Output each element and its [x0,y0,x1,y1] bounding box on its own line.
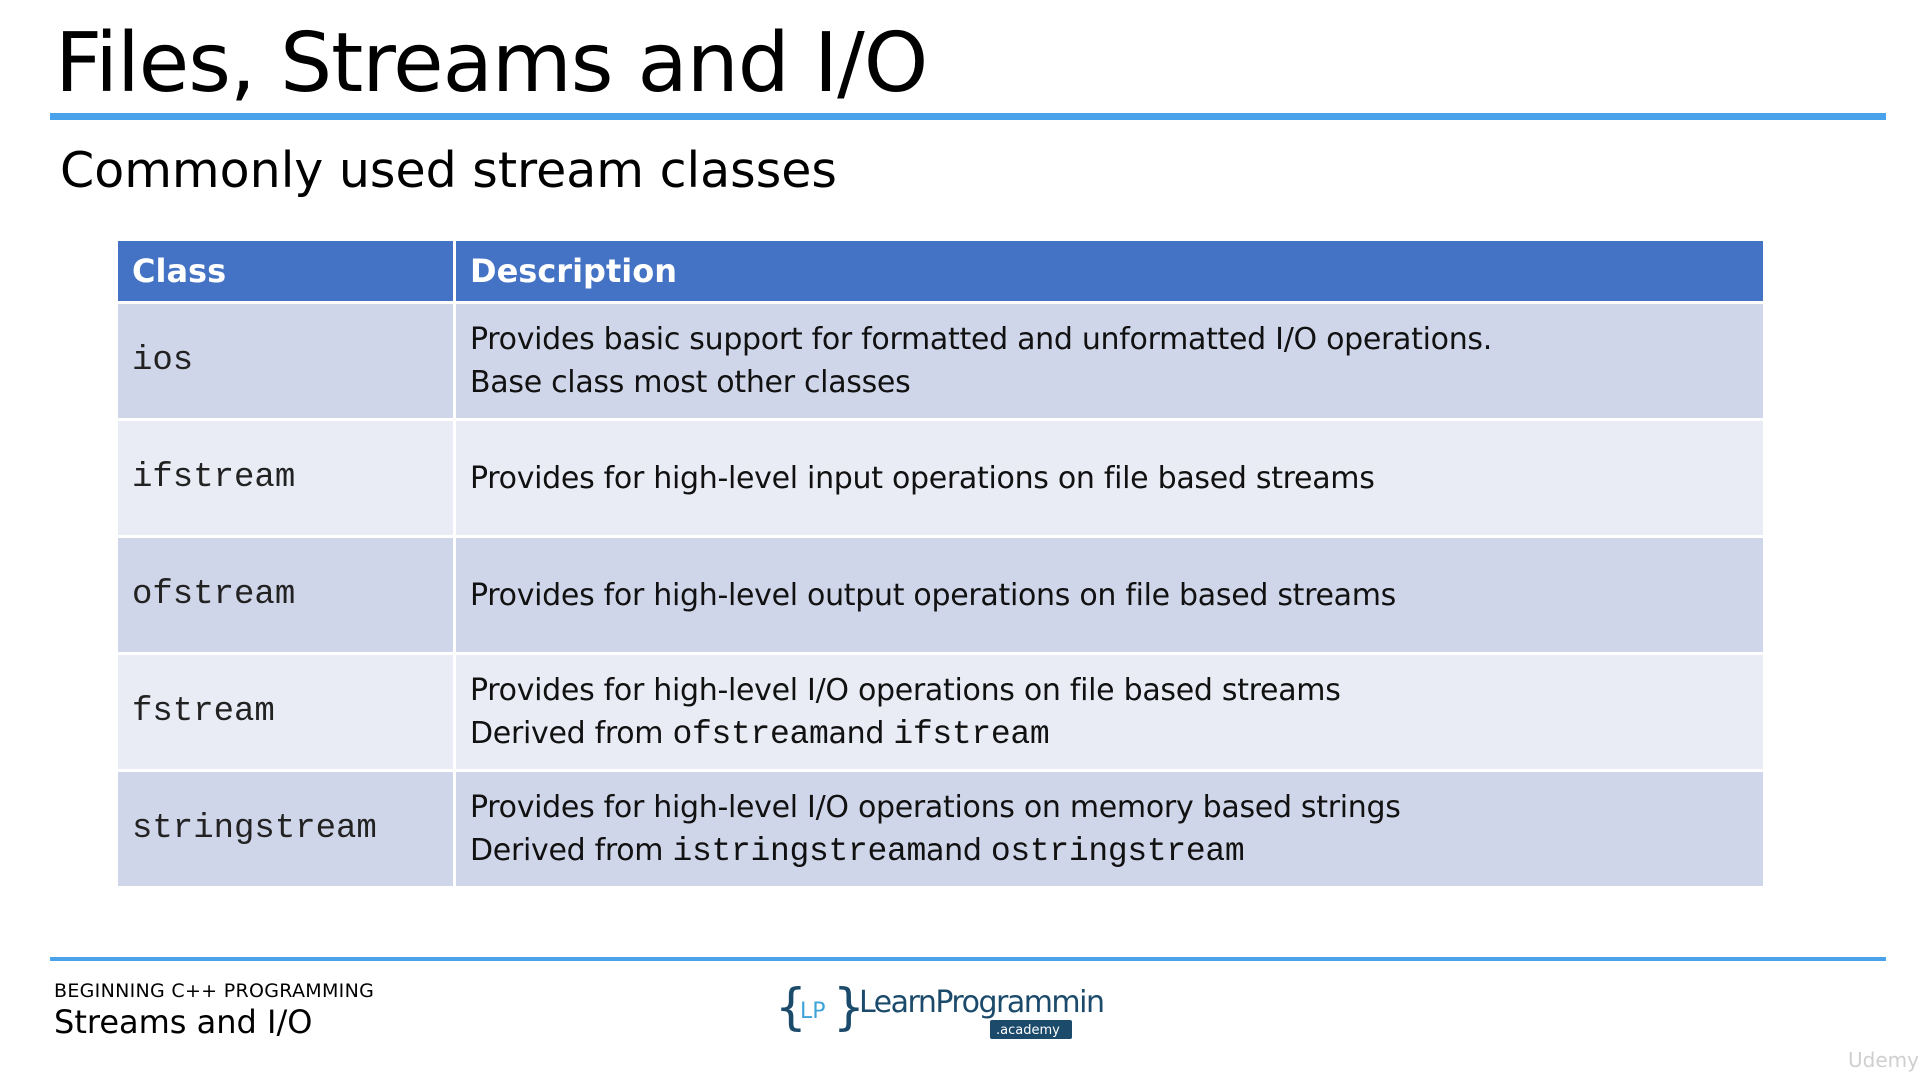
section-name: Streams and I/O [54,1003,313,1041]
description-line: Provides basic support for formatted and… [470,322,1492,357]
description-line: Base class most other classes [470,365,911,400]
description-cell: Provides for high-level input operations… [453,418,1766,538]
description-line: Provides for high-level input operations… [470,460,1375,496]
class-name-ofstream: ofstream [115,535,456,655]
derived-and: and [926,832,982,868]
code-ofstream: ofstream [672,715,829,753]
title-divider [50,113,1886,120]
derived-prefix: Derived from [470,832,664,868]
table-row: fstream Provides for high-level I/O oper… [115,652,1766,772]
class-name-stringstream: stringstream [115,769,456,889]
header-description: Description [453,238,1766,304]
header-class: Class [115,238,456,304]
description-cell: Provides basic support for formatted and… [453,301,1766,421]
class-name-ios: ios [115,301,456,421]
stream-classes-table: Class Description ios Provides basic sup… [115,238,1766,889]
table-header-row: Class Description [115,238,1766,304]
derived-prefix: Derived from [470,715,664,751]
description-cell: Provides for high-level I/O operations o… [453,652,1766,772]
description-line: Provides for high-level output operation… [470,577,1397,613]
udemy-watermark: Udemy [1848,1048,1919,1072]
table-row: ios Provides basic support for formatted… [115,301,1766,421]
logo-wordmark: LearnProgramming [859,985,1105,1020]
table-row: stringstream Provides for high-level I/O… [115,769,1766,889]
derived-from-line: Derived from ofstreamand ifstream [470,712,1763,756]
course-name: BEGINNING C++ PROGRAMMING [54,980,375,1002]
table-row: ifstream Provides for high-level input o… [115,418,1766,538]
derived-and: and [828,715,885,751]
description-line: Provides for high-level I/O operations o… [470,672,1341,708]
logo-brace-left-icon: { [775,978,807,1036]
slide-subtitle: Commonly used stream classes [60,142,837,199]
class-name-ifstream: ifstream [115,418,456,538]
logo-sub-text: .academy [996,1023,1060,1038]
table-row: ofstream Provides for high-level output … [115,535,1766,655]
code-istringstream: istringstream [672,832,927,870]
logo-sub-badge [990,1020,1072,1039]
code-ifstream: ifstream [893,715,1050,753]
description-line: Provides for high-level I/O operations o… [470,789,1401,825]
class-name-fstream: fstream [115,652,456,772]
footer-divider [50,957,1886,961]
logo-brace-right-icon: } [833,978,865,1036]
description-cell: Provides for high-level I/O operations o… [453,769,1766,889]
logo-mark: LP [800,999,826,1024]
code-ostringstream: ostringstream [990,832,1245,870]
slide-title: Files, Streams and I/O [55,16,928,111]
description-cell: Provides for high-level output operation… [453,535,1766,655]
learnprogramming-logo: { LP } LearnProgramming .academy [775,978,1105,1039]
derived-from-line: Derived from istringstreamand ostringstr… [470,829,1763,873]
